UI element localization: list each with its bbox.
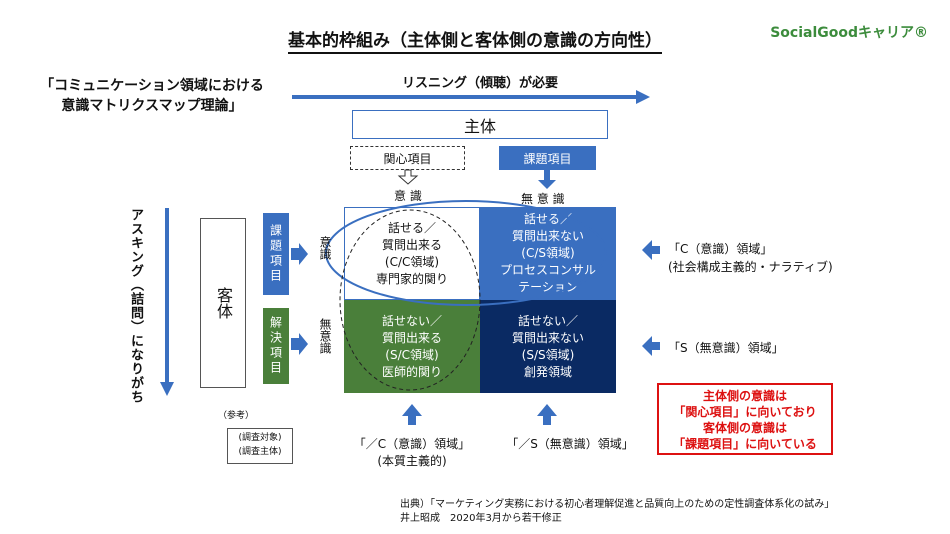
- listening-arrow-shaft: [292, 95, 638, 99]
- issue-side-tag: 課題項目: [263, 213, 289, 295]
- summary-line3: 客体側の意識は: [702, 421, 787, 435]
- summary-box: 主体側の意識は 「関心項目」に向いており 客体側の意識は 「課題項目」に向いてい…: [657, 383, 833, 455]
- unconscious-side-label: 無意識: [318, 318, 332, 354]
- interest-item-box: 関心項目: [350, 146, 465, 170]
- quadrant-sc: 話せない／ 質問出来る (S/C領域) 医師的関り: [344, 300, 480, 393]
- reference-target: (調査対象): [238, 433, 282, 443]
- bottom-c-line1: 「／C（意識）領域」: [353, 437, 471, 451]
- right-c-label-line2: (社会構成主義的・ナラティブ): [668, 260, 833, 274]
- bottom-c-arrow: [402, 404, 422, 425]
- asking-arrow-shaft: [165, 208, 169, 384]
- conscious-top-label: 意 識: [394, 189, 422, 203]
- reference-box: (調査対象) (調査主体): [227, 428, 293, 464]
- source-line2: 井上昭成 2020年3月から若干修正: [400, 513, 562, 524]
- subject-box: 主体: [352, 110, 608, 139]
- summary-line4: 「課題項目」に向いている: [673, 437, 817, 451]
- listening-label: リスニング（傾聴）が必要: [401, 76, 558, 91]
- interest-arrow: [397, 169, 419, 185]
- source-citation: 出典）「マーケティング実務における初心者理解促進と品質向上のための定性調査体系化…: [400, 498, 834, 526]
- conscious-row-ellipse: [325, 200, 607, 306]
- issue-item-top-box: 課題項目: [499, 146, 596, 170]
- summary-line2: 「関心項目」に向いており: [673, 405, 817, 419]
- bottom-c-line2: (本質主義的): [377, 454, 447, 468]
- theory-label-line2: 意識マトリクスマップ理論」: [61, 98, 243, 114]
- quadrant-cs: 話せる／ 質問出来ない (C/S領域) プロセスコンサル テーション: [480, 207, 616, 300]
- asking-label: アスキング（詰問）になりがち: [128, 208, 143, 404]
- issue-side-arrow: [291, 243, 308, 265]
- theory-label-line1: 「コミュニケーション領域における: [40, 78, 264, 94]
- quadrant-cc: 話せる／ 質問出来る (C/C領域) 専門家的関り: [344, 207, 480, 300]
- right-c-label-line1: 「C（意識）領域」: [668, 242, 773, 256]
- right-c-arrow: [642, 240, 660, 260]
- right-s-arrow: [642, 336, 660, 356]
- interest-column-ellipse: [339, 209, 481, 391]
- asking-arrow-head: [160, 382, 174, 396]
- unconscious-top-label: 無 意 識: [521, 192, 565, 206]
- bottom-c-label: 「／C（意識）領域」 (本質主義的): [336, 436, 488, 470]
- bottom-s-label: 「／S（無意識）領域」: [506, 437, 634, 451]
- quadrant-ss: 話せない／ 質問出来ない (S/S領域) 創発領域: [480, 300, 616, 393]
- reference-label: （参考）: [218, 411, 255, 421]
- conscious-side-label: 意識: [318, 236, 332, 260]
- issue-top-arrow-shaft: [544, 170, 550, 180]
- right-s-label: 「S（無意識）領域」: [668, 341, 784, 355]
- listening-arrow-head: [636, 90, 650, 104]
- brand-logo: SocialGoodキャリア®: [770, 25, 928, 41]
- bottom-s-arrow: [537, 404, 557, 425]
- theory-label: 「コミュニケーション領域における 意識マトリクスマップ理論」: [22, 76, 282, 116]
- diagram-title: 基本的枠組み（主体側と客体側の意識の方向性）: [0, 26, 950, 54]
- solve-side-arrow: [291, 333, 308, 355]
- issue-top-arrow-head: [538, 180, 556, 189]
- object-box: 客体: [200, 218, 246, 388]
- summary-line1: 主体側の意識は: [702, 389, 787, 403]
- solve-side-tag: 解決項目: [263, 308, 289, 384]
- source-line1: 出典）「マーケティング実務における初心者理解促進と品質向上のための定性調査体系化…: [400, 499, 835, 510]
- reference-subject: (調査主体): [238, 447, 282, 457]
